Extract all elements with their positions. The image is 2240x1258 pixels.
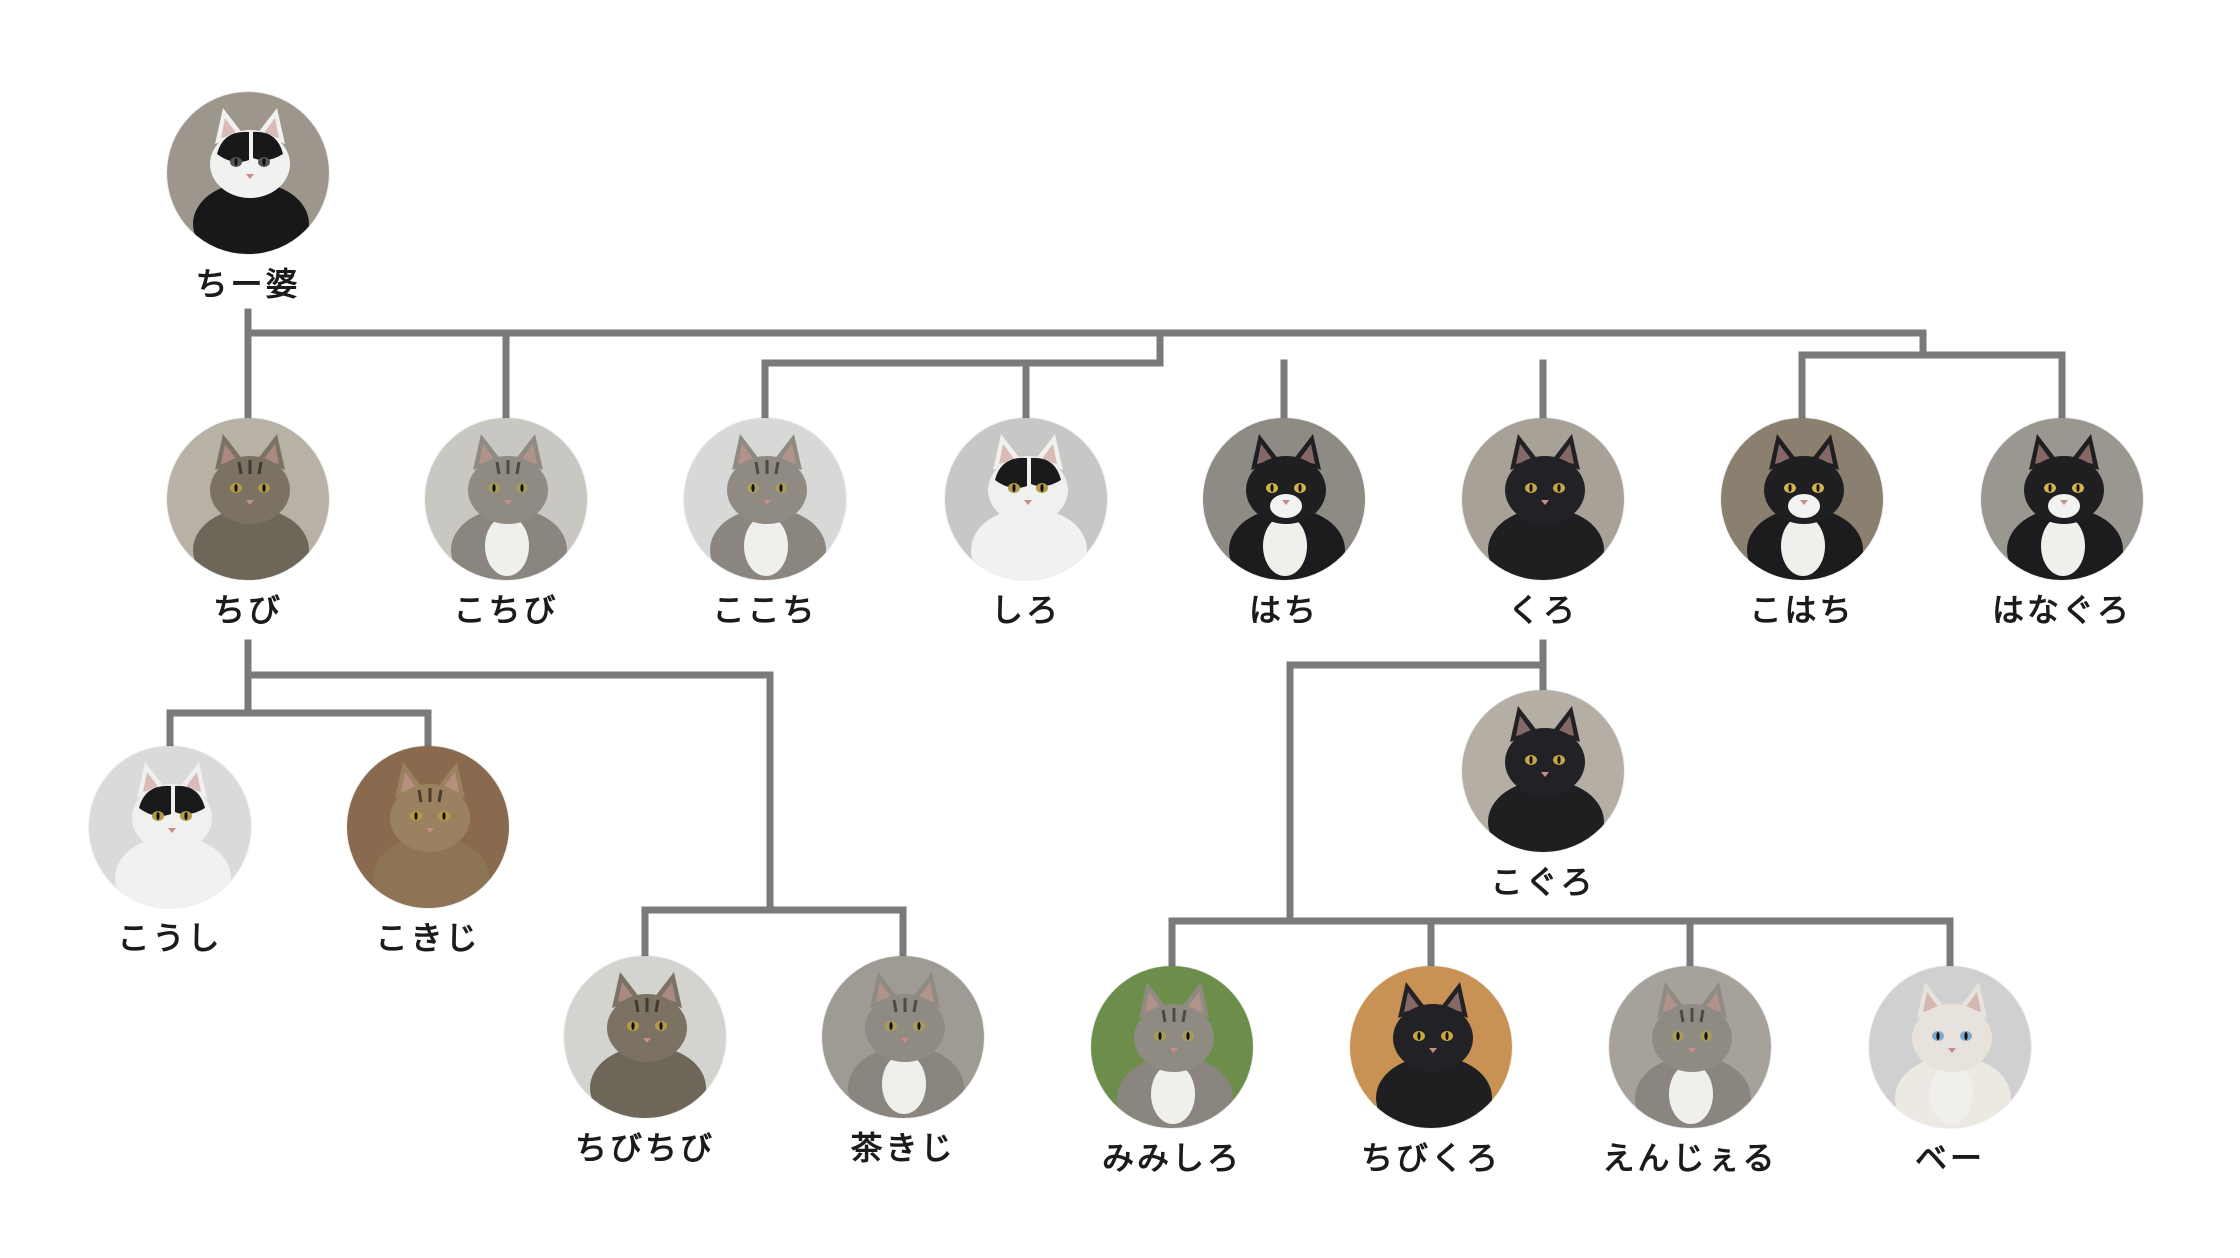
cat-figure xyxy=(1488,706,1604,852)
cat-name-label: しろ xyxy=(990,591,1061,629)
cat-photo-illustration xyxy=(564,956,726,1118)
cat-node-kohachi: こはち xyxy=(1692,418,1912,626)
cat-figure xyxy=(710,434,826,580)
cat-figure xyxy=(1895,982,2011,1128)
cat-node-enjeru: えんじぇる xyxy=(1580,966,1800,1174)
cat-photo-illustration xyxy=(684,418,846,580)
cat-photo xyxy=(89,746,251,908)
cat-figure xyxy=(590,972,706,1118)
cat-figure xyxy=(1376,982,1492,1128)
cat-photo-illustration xyxy=(1462,690,1624,852)
cat-figure xyxy=(1117,982,1233,1128)
cat-name-label: こぐろ xyxy=(1490,863,1596,901)
cat-photo-illustration xyxy=(347,746,509,908)
cat-node-koguro: こぐろ xyxy=(1433,690,1653,898)
connector-kuro-children xyxy=(1168,917,1954,967)
cat-photo-illustration xyxy=(1350,966,1512,1128)
cat-photo xyxy=(945,418,1107,580)
cat-photo-illustration xyxy=(1609,966,1771,1128)
cat-name-label: こちび xyxy=(453,591,559,629)
cat-figure xyxy=(848,972,964,1118)
cat-name-label: ちびちび xyxy=(574,1129,715,1167)
cat-node-chibikuro: ちびくろ xyxy=(1321,966,1541,1174)
cat-photo-illustration xyxy=(1203,418,1365,580)
connector-chiibaba xyxy=(244,308,1927,359)
cat-node-kokochi: ここち xyxy=(655,418,875,626)
cat-photo xyxy=(1462,690,1624,852)
cat-photo-illustration xyxy=(945,418,1107,580)
cat-name-label: ちび xyxy=(212,591,283,629)
cat-photo xyxy=(347,746,509,908)
cat-photo xyxy=(1350,966,1512,1128)
cat-photo xyxy=(425,418,587,580)
connector-chibi-children xyxy=(166,671,432,747)
cat-name-label: えんじぇる xyxy=(1602,1139,1778,1177)
cat-figure xyxy=(1229,434,1345,580)
cat-photo xyxy=(1203,418,1365,580)
cat-photo-illustration xyxy=(167,418,329,580)
cat-node-kochibi: こちび xyxy=(396,418,616,626)
cat-node-kokiji: こきじ xyxy=(318,746,538,954)
cat-node-chibichibi: ちびちび xyxy=(535,956,755,1164)
cat-name-label: はち xyxy=(1248,591,1319,629)
cat-figure xyxy=(373,762,489,908)
cat-node-chakiji: 茶きじ xyxy=(793,956,1013,1164)
cat-name-label: ちびくろ xyxy=(1360,1139,1501,1177)
cat-photo xyxy=(564,956,726,1118)
cat-node-kuro: くろ xyxy=(1433,418,1653,626)
cat-photo-illustration xyxy=(1462,418,1624,580)
cat-photo-illustration xyxy=(822,956,984,1118)
cat-name-label: ベー xyxy=(1914,1139,1985,1177)
connector-chibi xyxy=(244,639,774,914)
cat-photo xyxy=(1721,418,1883,580)
cat-photo-illustration xyxy=(1721,418,1883,580)
cat-node-chii-baba: ちー婆 xyxy=(138,92,358,300)
cat-photo xyxy=(1609,966,1771,1128)
connector-chibichibi-chakiji xyxy=(641,906,907,957)
cat-photo-illustration xyxy=(167,92,329,254)
cat-node-chibi: ちび xyxy=(138,418,358,626)
cat-figure xyxy=(1488,434,1604,580)
cat-node-mimishiro: みみしろ xyxy=(1062,966,1282,1174)
cat-photo xyxy=(1462,418,1624,580)
cat-name-label: こうし xyxy=(117,919,223,957)
cat-photo xyxy=(167,418,329,580)
cat-photo-illustration xyxy=(89,746,251,908)
cat-figure xyxy=(2007,434,2123,580)
cat-figure xyxy=(1635,982,1751,1128)
cat-figure xyxy=(115,762,231,908)
cat-name-label: こはち xyxy=(1749,591,1855,629)
cat-photo-illustration xyxy=(1869,966,2031,1128)
cat-figure xyxy=(1747,434,1863,580)
cat-figure xyxy=(971,434,1087,580)
connector-group-right xyxy=(1798,351,2066,419)
cat-name-label: ここち xyxy=(712,591,818,629)
connector-kuro xyxy=(1286,639,1547,925)
cat-node-hanaguro: はなぐろ xyxy=(1952,418,2172,626)
cat-name-label: くろ xyxy=(1507,591,1578,629)
cat-node-hachi: はち xyxy=(1174,418,1394,626)
cat-node-bee: ベー xyxy=(1840,966,2060,1174)
cat-figure xyxy=(193,108,309,254)
cat-photo-illustration xyxy=(425,418,587,580)
cat-photo xyxy=(822,956,984,1118)
cat-figure xyxy=(451,434,567,580)
cat-figure xyxy=(193,434,309,580)
cat-photo xyxy=(1981,418,2143,580)
connector-group-middle xyxy=(761,329,1547,419)
cat-photo xyxy=(1869,966,2031,1128)
cat-photo-illustration xyxy=(1981,418,2143,580)
cat-node-shiro: しろ xyxy=(916,418,1136,626)
cat-name-label: はなぐろ xyxy=(1991,591,2132,629)
cat-name-label: 茶きじ xyxy=(850,1129,956,1167)
cat-name-label: みみしろ xyxy=(1101,1139,1242,1177)
cat-photo-illustration xyxy=(1091,966,1253,1128)
cat-node-koushi: こうし xyxy=(60,746,280,954)
cat-name-label: こきじ xyxy=(375,919,481,957)
cat-photo xyxy=(684,418,846,580)
cat-name-label: ちー婆 xyxy=(195,265,301,303)
cat-photo xyxy=(167,92,329,254)
cat-photo xyxy=(1091,966,1253,1128)
